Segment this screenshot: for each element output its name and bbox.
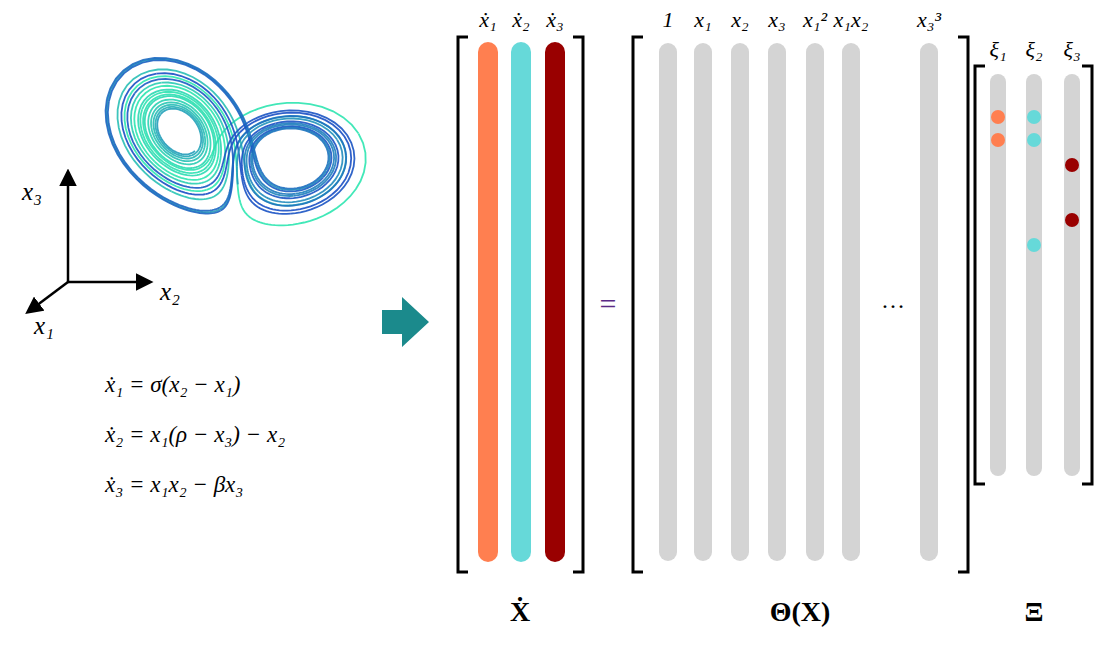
trajectory-segment [153,105,204,136]
equation: ẋ₂ = x₁(ρ − x₃) − x₂ [105,422,285,447]
axes [28,172,150,312]
trajectory-segment [106,99,221,214]
axis-label: x₁ [34,312,54,340]
column-header: ξ₂ [1025,38,1042,62]
column-header: … [881,287,905,313]
trajectory-segment [107,58,258,162]
trajectory-segment [164,144,216,175]
column-header: x₁ [694,8,711,32]
column-bar [511,52,531,552]
trajectory-segment [258,162,325,188]
matrix-bracket [975,66,985,484]
trajectory-segment [237,118,337,166]
lorenz-attractor [106,58,366,225]
column-bar [1026,82,1042,468]
column-header: x₃³ [917,8,941,32]
axis-label: x₃ [22,178,42,206]
coefficient-dot [991,110,1005,124]
trajectory-segment [135,79,233,165]
column-bar [545,52,565,552]
equation: ẋ₃ = x₁x₂ − βx₃ [105,472,243,497]
matrix-bracket [633,37,643,572]
column-header: x₁² [803,8,827,32]
matrix-bracket [458,37,468,572]
column-header: ẋ₂ [512,8,529,32]
trajectory-segment [143,94,216,144]
matrix-label: Θ(X) [770,597,831,628]
trajectory-segment [236,167,239,185]
column-header: ẋ₃ [546,8,563,32]
trajectory-segment [253,128,328,171]
trajectory-segment [156,73,241,175]
sparse-coefficients [991,110,1079,252]
trajectory-segment [242,175,291,213]
column-header: x₂ [731,8,748,32]
trajectory-segment [248,110,355,213]
matrix-label: Ξ [1025,597,1044,628]
trajectory-segment [258,140,342,203]
trajectory-segment [156,135,203,159]
trajectory-segment [252,153,295,195]
block-arrow [382,297,429,347]
coefficient-dot [1027,238,1041,252]
trajectory-segment [206,145,232,194]
coefficient-dot [1065,158,1079,172]
column-bar [731,52,749,552]
column-header: ẋ₁ [479,8,496,32]
column-bar [842,52,860,552]
trajectory-segment [249,149,283,198]
trajectory-segment [156,107,203,143]
column-bar [1064,82,1080,468]
column-header: 1 [663,8,674,32]
trajectory-segment [201,118,221,183]
matrix-xdot: ẋ₁ ẋ₂ ẋ₃ Ẋ [450,0,600,640]
matrix-coefficients: ξ₁ ξ₂ ξ₃ Ξ [970,0,1098,640]
trajectory-segment [176,124,207,164]
trajectory-segment [140,109,207,173]
trajectory-segment [127,93,210,188]
equals-sign: = [600,287,617,320]
column-bar [806,52,824,552]
coefficient-dot [1027,133,1041,147]
column-bar [694,52,712,552]
trajectory-segment [145,96,193,168]
axis-label: x₂ [160,278,180,306]
coefficient-dot [1065,213,1079,227]
column-header: ξ₃ [1063,38,1080,62]
trajectory-segment [221,165,233,211]
coefficient-dot [1027,110,1041,124]
column-header: x₃ [768,8,785,32]
column-header: x₁x₂ [834,8,869,32]
coefficient-dot [991,133,1005,147]
axis-line [28,282,68,312]
equation: ẋ₁ = σ(x₂ − x₁) [105,372,240,397]
column-bar [990,82,1006,468]
axis-line [68,281,150,284]
trajectory-segment [138,90,212,166]
matrix-label: Ẋ [510,597,530,628]
column-header: ξ₁ [989,38,1006,62]
column-bar [478,52,498,552]
matrix-library: 1x₁x₂x₃x₁²x₁x₂…x₃³Θ(X) [625,0,975,640]
trajectory-segment [264,124,334,193]
matrix-bracket [573,37,583,572]
column-bar [659,52,677,552]
matrix-bracket [1082,66,1092,484]
axis-line [67,172,70,282]
trajectory-segment [162,83,229,174]
trajectory-segment [247,131,264,191]
matrix-columns [488,52,1072,552]
trajectory-segment [251,126,331,177]
column-bar [920,52,938,552]
matrix-bracket [958,37,968,572]
column-bar [768,52,786,552]
brackets [458,37,1092,572]
